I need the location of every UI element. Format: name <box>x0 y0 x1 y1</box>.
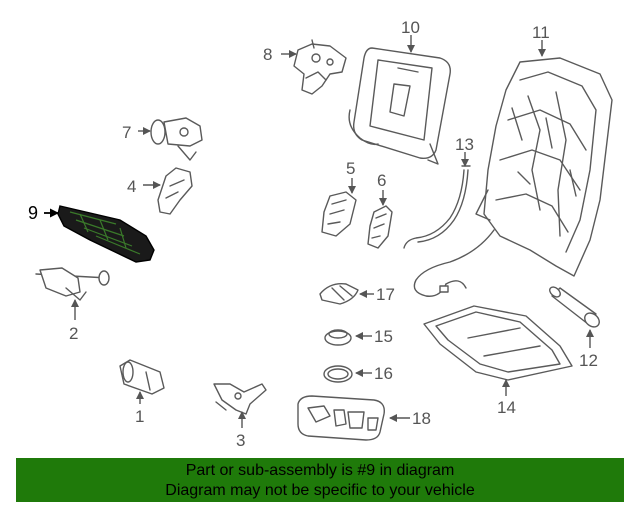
part-6-switch <box>367 205 393 249</box>
notice-banner: Part or sub-assembly is #9 in diagram Di… <box>16 458 624 502</box>
part-12-cylinder <box>549 286 600 328</box>
callout-16: 16 <box>374 364 393 383</box>
notice-line-2: Diagram may not be specific to your vehi… <box>165 482 475 499</box>
part-5-switch <box>321 191 357 237</box>
part-11-seat-back-frame <box>475 57 613 277</box>
part-10-back-panel <box>348 47 451 165</box>
callout-10: 10 <box>401 18 420 37</box>
wire-harness <box>413 229 495 297</box>
callout-15: 15 <box>374 327 393 346</box>
callout-2: 2 <box>69 324 78 343</box>
part-16-ring <box>323 365 353 383</box>
callout-18: 18 <box>412 409 431 428</box>
part-14-cushion-pan <box>423 305 573 381</box>
callout-1: 1 <box>135 407 144 426</box>
callout-3: 3 <box>236 431 245 450</box>
part-1-motor <box>119 359 165 395</box>
part-15-knob <box>324 329 352 346</box>
part-3-bracket <box>213 383 267 415</box>
part-7-motor <box>150 117 203 161</box>
part-13-cable <box>403 165 471 249</box>
callout-14: 14 <box>497 398 516 417</box>
callout-13: 13 <box>455 135 474 154</box>
callout-11: 11 <box>532 23 550 42</box>
callout-5: 5 <box>346 159 355 178</box>
callout-12: 12 <box>579 351 598 370</box>
part-17-cover <box>319 283 359 305</box>
callout-17: 17 <box>376 285 395 304</box>
part-18-switch-panel <box>297 395 385 441</box>
part-2-motor-shaft <box>35 267 110 301</box>
callout-8: 8 <box>263 45 272 64</box>
part-8-actuator <box>293 39 347 95</box>
part-4-motor <box>157 167 193 215</box>
callout-7: 7 <box>122 123 131 142</box>
callout-4: 4 <box>127 177 136 196</box>
callout-6: 6 <box>377 171 386 190</box>
notice-line-1: Part or sub-assembly is #9 in diagram <box>185 462 455 479</box>
parts-diagram: 8 10 11 7 4 <box>28 18 613 450</box>
part-9-cushion-frame <box>57 205 155 263</box>
callout-9: 9 <box>28 203 38 223</box>
